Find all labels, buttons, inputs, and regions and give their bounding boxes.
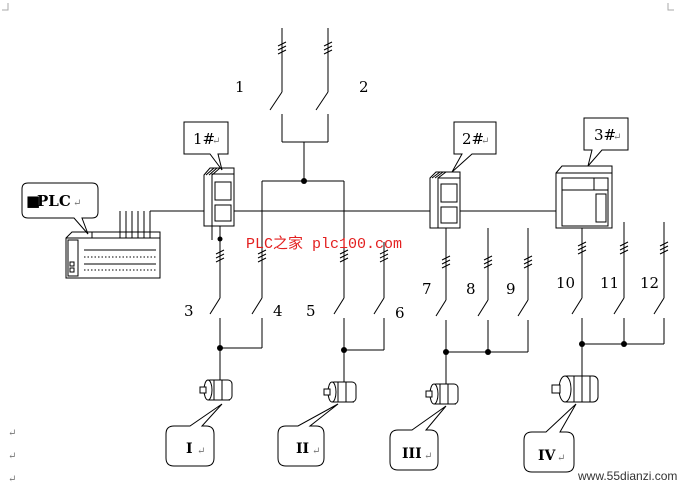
motor-3-callout: III ↵ — [389, 405, 447, 471]
switch-number-2: 2 — [359, 78, 369, 96]
switch-number-8: 8 — [466, 280, 476, 298]
motor-3-circuit — [435, 228, 533, 384]
return-mark: ↵ — [8, 451, 16, 462]
motor-4-label: IV — [538, 448, 557, 464]
junction-dot — [621, 341, 627, 347]
return-mark: ↵ — [212, 136, 220, 147]
inverter-3-label: 3# — [594, 126, 616, 144]
supply-switches — [261, 28, 345, 260]
switch-number-9: 9 — [506, 280, 516, 298]
inverter-2 — [429, 171, 461, 229]
switch-number-3: 3 — [184, 302, 194, 320]
motor-1-label: I — [186, 441, 193, 457]
plc-unit — [65, 211, 161, 279]
main-bus — [150, 210, 556, 240]
return-mark: ↵ — [424, 451, 432, 462]
motor-2-circuit — [333, 242, 389, 382]
motor-2-label: II — [296, 441, 309, 457]
motor-3 — [425, 383, 459, 405]
switch-numbers: 1 2 3 4 5 6 7 8 9 10 11 12 — [184, 78, 659, 322]
motor-2 — [323, 381, 357, 403]
plc-callout: ■ PLC ↵ — [21, 182, 99, 235]
return-mark: ↵ — [557, 453, 565, 464]
switch-number-6: 6 — [395, 304, 405, 322]
switch-number-11: 11 — [600, 274, 619, 292]
junction-dot — [579, 341, 585, 347]
margin-marks: ↵ ↵ ↵ — [8, 428, 16, 485]
inverter-1 — [203, 167, 235, 227]
return-mark: ↵ — [8, 474, 16, 485]
switch-number-7: 7 — [422, 280, 432, 298]
inverter-2-callout: 2# ↵ — [451, 121, 497, 173]
junction-dot — [341, 347, 347, 353]
motor-4 — [551, 375, 599, 403]
watermark: PLC之家 plc100.com — [246, 235, 402, 253]
return-mark: ↵ — [481, 136, 489, 147]
junction-dot — [217, 345, 223, 351]
motor-2-callout: II ↵ — [277, 403, 339, 467]
return-mark: ↵ — [613, 132, 621, 143]
switch-number-4: 4 — [273, 302, 283, 320]
return-mark: ↵ — [197, 446, 205, 457]
inverter-3-callout: 3# ↵ — [583, 117, 629, 167]
inverter-2-label: 2# — [462, 130, 484, 148]
junction-dot — [485, 349, 491, 355]
inverter-3 — [555, 165, 613, 229]
inverter-1-callout: 1# ↵ — [183, 121, 229, 171]
inverter-1-label: 1# — [193, 130, 215, 148]
motor-3-label: III — [402, 446, 422, 462]
return-mark: ↵ — [312, 446, 320, 457]
junction-dot — [443, 349, 449, 355]
junction-dot — [301, 178, 307, 184]
motor-1 — [199, 379, 233, 401]
switch-number-12: 12 — [640, 274, 659, 292]
motor-1-callout: I ↵ — [165, 403, 223, 467]
switch-number-10: 10 — [556, 274, 575, 292]
switch-number-1: 1 — [235, 78, 245, 96]
website-url: www.55dianzi.com — [577, 469, 677, 483]
corner-marks — [2, 3, 674, 11]
plc-label: PLC — [37, 192, 71, 210]
junction-dot — [217, 236, 223, 242]
return-mark: ↵ — [8, 428, 16, 439]
plc-bullet: ■ — [26, 192, 40, 210]
motor-4-callout: IV ↵ — [523, 403, 577, 473]
return-mark: ↵ — [73, 198, 81, 209]
motor-4-circuit — [571, 222, 669, 376]
switch-number-5: 5 — [306, 302, 316, 320]
